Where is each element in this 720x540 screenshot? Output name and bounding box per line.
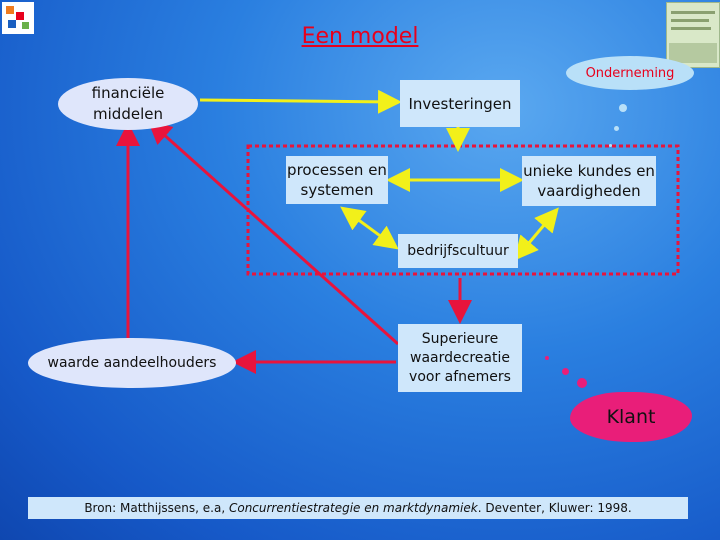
bubble-dot [577, 378, 587, 388]
bubble-dot [614, 126, 619, 131]
node-processes: processen en systemen [286, 156, 388, 204]
node-shareholder-value: waarde aandeelhouders [28, 338, 236, 388]
node-unique-skills: unieke kundes en vaardigheden [522, 156, 656, 206]
logo [2, 2, 34, 34]
customer-label: Klant [606, 406, 656, 428]
node-culture: bedrijfscultuur [398, 234, 518, 268]
arrow-processes-culture [340, 206, 399, 250]
bubble-dot [562, 368, 569, 375]
bubble-dot [545, 356, 549, 360]
bubble-dot [619, 104, 627, 112]
node-superior-value: Superieure waardecreatie voor afnemers [398, 324, 522, 392]
source-suffix: . Deventer, Kluwer: 1998. [477, 501, 632, 515]
page-title: Een model [301, 24, 419, 49]
source-prefix: Bron: Matthijssens, e.a, [84, 501, 229, 515]
bubble-dot [609, 144, 612, 147]
node-company: Onderneming [566, 56, 694, 90]
source-citation: Bron: Matthijssens, e.a, Concurrentiestr… [28, 497, 688, 519]
source-title: Concurrentiestrategie en marktdynamiek [228, 501, 478, 515]
arrow-skills-culture [514, 207, 559, 261]
node-customer: Klant [570, 392, 692, 442]
arrow-finance-investments [199, 89, 402, 114]
node-investments: Investeringen [400, 80, 520, 127]
node-financial-means: financiële middelen [58, 78, 198, 130]
arrow-superior-finance [147, 120, 399, 346]
book-cover-image [666, 2, 720, 68]
